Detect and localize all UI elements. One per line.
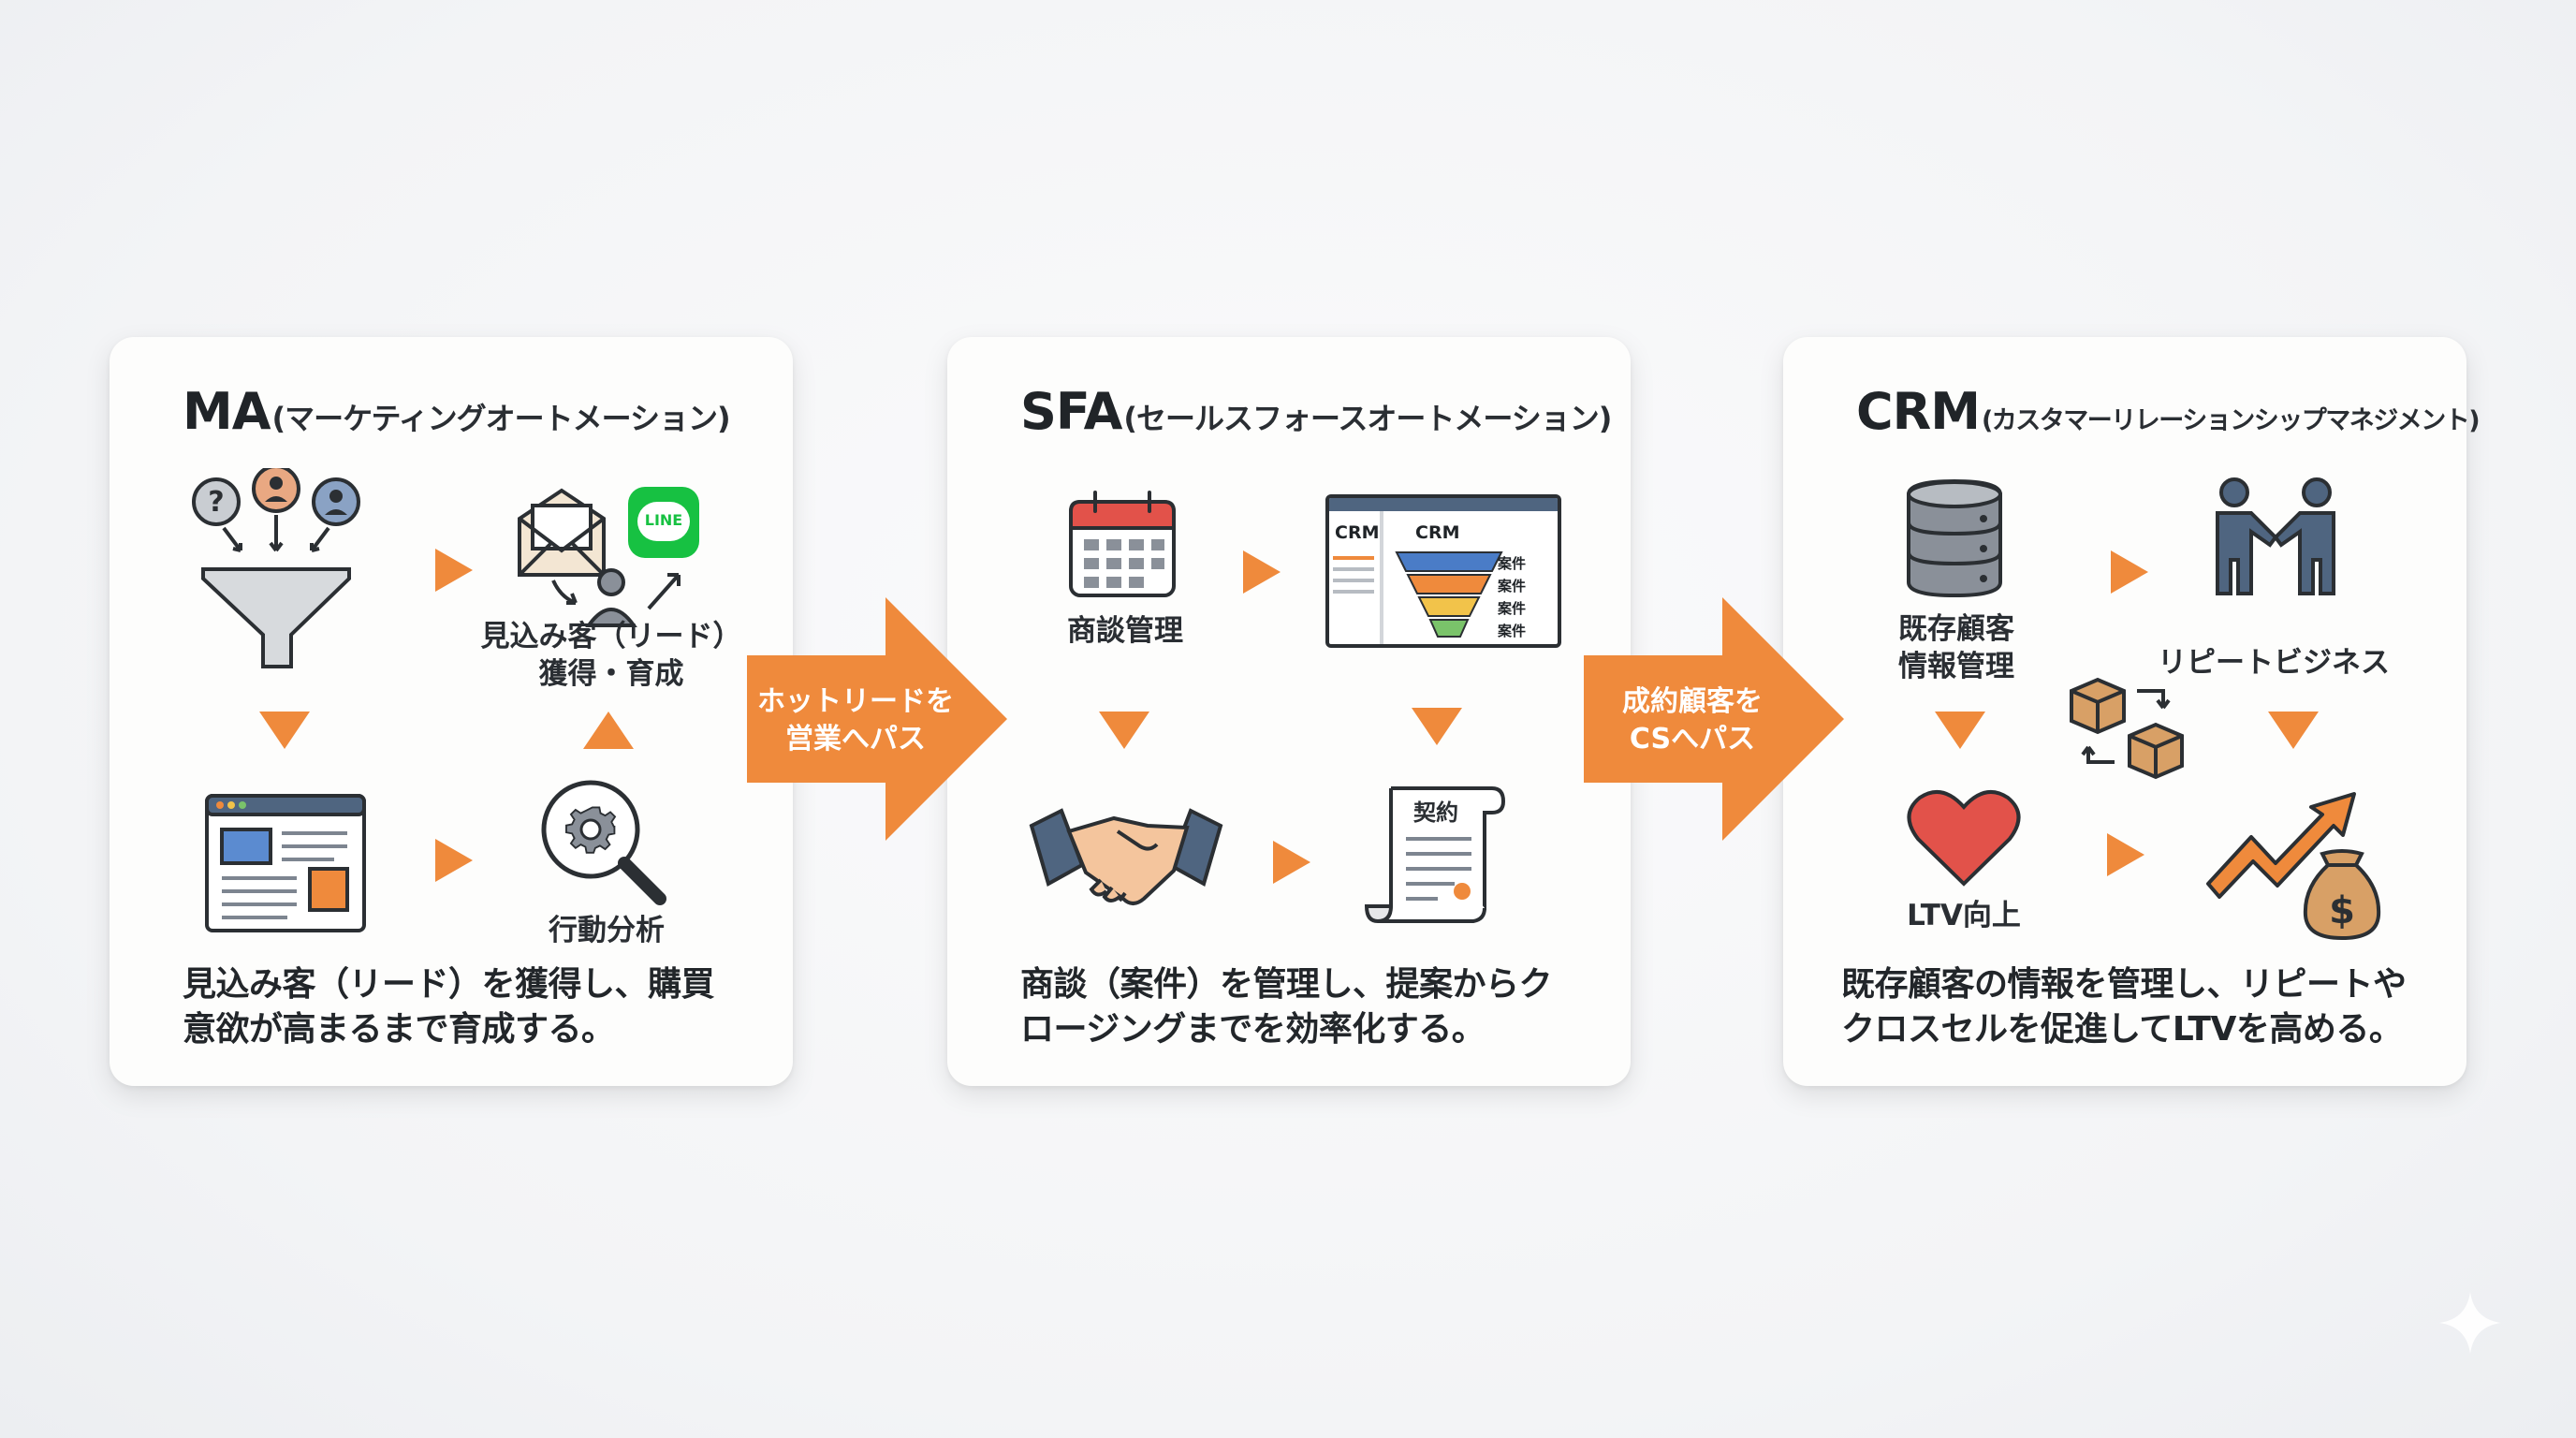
ltv-up-label: LTV向上 [1907,899,2021,932]
money-bag-icon: $ [2303,849,2381,941]
ma-desc-line1: 見込み客（リード）を獲得し、購買 [183,965,715,1004]
crm-title-subtitle: (カスタマーリレーションシップマネジメント) [1981,406,2481,435]
heart-icon [1907,789,2021,887]
sfa-title-subtitle: (セールスフォースオートメーション) [1123,401,1612,436]
crm-card: CRM (カスタマーリレーションシップマネジメント) 既存顧客 情報管理 リピー… [1783,337,2481,1086]
funnel-label: 案件 [1498,578,1527,594]
funnel-label: 案件 [1498,555,1527,572]
lead-acquire-line1: 見込み客（リード） [480,620,742,653]
crm-desc-line1: 既存顧客の情報を管理し、リピートや [1841,965,2407,1004]
handoff-1-line1: ホットリードを [757,685,954,718]
boxes-exchange-icon [2070,677,2184,780]
sfa-desc-line1: 商談（案件）を管理し、提案からク [1020,965,1553,1004]
crm-title: CRM (カスタマーリレーションシップマネジメント) [1856,382,2481,441]
ma-desc-line2: 意欲が高まるまで育成する。 [183,1010,615,1049]
flow-arrow-right [435,839,473,882]
flow-arrow-right [435,549,473,592]
gear-magnifier-icon [541,780,666,905]
sparkle-icon [2439,1292,2501,1354]
ma-description: 見込み客（リード）を獲得し、購買 意欲が高まるまで育成する。 [183,962,763,1052]
customer-info-label: 既存顧客 情報管理 [1886,610,2027,685]
sfa-title: SFA (セールスフォースオートメーション) [1020,382,1612,441]
svg-text:$: $ [2329,889,2355,932]
envelope-icon [518,488,606,577]
crm-title-abbr: CRM [1856,382,1981,441]
handoff-arrow-ma-to-sfa: ホットリードを 営業へパス [747,597,1018,841]
flow-arrow-down [1412,708,1462,745]
customer-info-line2: 情報管理 [1898,650,2014,683]
people-funnel-icon: ? [192,468,360,668]
crm-dashboard-icon: CRM CRM 案件 案件 案件 案件 [1325,494,1561,648]
handoff-1-line2: 営業へパス [785,723,926,756]
ma-title: MA (マーケティングオートメーション) [183,382,731,441]
crm-desc-line2: クロスセルを促進してLTVを高める。 [1841,1010,2403,1049]
lead-acquire-line2: 獲得・育成 [538,657,684,691]
flow-arrow-down [2268,712,2319,749]
contract-scroll-icon: 契約 [1364,786,1506,924]
handoff-2-line1: 成約顧客を [1622,685,1763,718]
webpage-icon [205,794,366,932]
sfa-desc-line2: ロージングまでを効率化する。 [1020,1010,1486,1049]
sfa-description: 商談（案件）を管理し、提案からク ロージングまでを効率化する。 [1020,962,1601,1052]
customer-info-line1: 既存顧客 [1898,612,2014,646]
behavior-analysis-label: 行動分析 [549,914,665,947]
line-app-icon: LINE [628,487,699,558]
person-icon [551,568,681,627]
funnel-label: 案件 [1498,600,1527,617]
database-icon [1907,478,2002,598]
business-partners-icon [2216,477,2335,595]
ma-title-abbr: MA [183,382,271,441]
ma-card: MA (マーケティングオートメーション) ? LINE [110,337,793,1086]
funnel-label: 案件 [1498,623,1527,639]
contract-label: 契約 [1413,800,1458,826]
crm-side-title: CRM [1335,522,1380,543]
ma-title-subtitle: (マーケティングオートメーション) [271,401,731,436]
flow-arrow-right [1273,841,1310,884]
lead-acquire-label: 見込み客（リード） 獲得・育成 [452,618,770,693]
line-app-label: LINE [644,511,683,529]
crm-description: 既存顧客の情報を管理し、リピートや クロスセルを促進してLTVを高める。 [1841,962,2422,1052]
repeat-business-label: リピートビジネス [2158,646,2390,680]
flow-arrow-right [2107,833,2144,876]
handoff-2-line2: CSへパス [1629,723,1756,756]
handshake-icon [1029,808,1223,905]
sfa-card: SFA (セールスフォースオートメーション) 商談管理 CRM CRM [947,337,1631,1086]
handoff-arrow-sfa-to-crm: 成約顧客を CSへパス [1584,597,1855,841]
flow-arrow-down [1099,712,1149,749]
calendar-icon [1069,491,1176,597]
flow-arrow-down [1935,712,1985,749]
crm-main-title: CRM [1415,522,1460,543]
flow-arrow-up [583,712,634,749]
sfa-title-abbr: SFA [1020,382,1122,441]
svg-text:?: ? [208,486,224,519]
flow-arrow-down [259,712,310,749]
deal-management-label: 商談管理 [1067,614,1183,648]
flow-arrow-right [1243,550,1281,594]
flow-arrow-right [2111,550,2148,594]
growth-chart-icon [2206,792,2356,899]
